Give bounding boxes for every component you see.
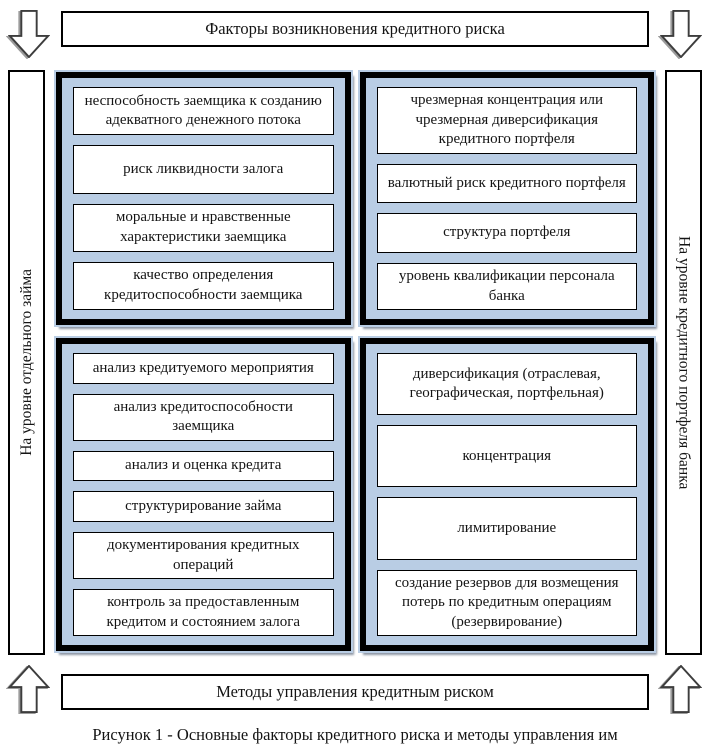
risk-factor-box: структура портфеля xyxy=(376,213,637,253)
method-box: анализ кредитуемого мероприятия xyxy=(73,353,334,384)
method-box: создание резервов для возмещения потерь … xyxy=(376,569,637,637)
panel-portfolio-management-methods: диверсификация (отраслевая, географическ… xyxy=(359,338,654,651)
method-box: концентрация xyxy=(376,425,637,488)
panel-loan-management-methods: анализ кредитуемого мероприятия анализ к… xyxy=(56,338,351,651)
bottom-row: Методы управления кредитным риском xyxy=(8,663,702,713)
method-box: анализ кредитоспособности заемщика xyxy=(73,393,334,441)
panel-loan-risk-factors: неспособность заемщика к созданию адеква… xyxy=(56,72,351,325)
risk-factor-box: валютный риск кредитного портфеля xyxy=(376,163,637,204)
method-box: диверсификация (отраслевая, географическ… xyxy=(376,353,637,416)
risk-factor-box: качество определения кредитоспособности … xyxy=(73,261,334,310)
method-box: анализ и оценка кредита xyxy=(73,450,334,482)
left-axis-bar: На уровне отдельного займа xyxy=(8,70,45,655)
risk-factor-box: моральные и нравственные характеристики … xyxy=(73,203,334,252)
figure-caption: Рисунок 1 - Основные факторы кредитного … xyxy=(92,725,618,744)
factors-banner: Факторы возникновения кредитного риска xyxy=(61,11,649,47)
arrow-up-icon xyxy=(660,665,702,713)
risk-factor-box: чрезмерная концентрация или чрезмерная д… xyxy=(376,87,637,154)
method-box: лимитирование xyxy=(376,497,637,560)
method-box: документирования кредитных операций xyxy=(73,532,334,580)
right-axis-bar: На уровне кредитного портфеля банка xyxy=(665,70,702,655)
arrow-down-icon xyxy=(660,10,702,58)
arrow-up-icon xyxy=(8,665,50,713)
main-area: На уровне отдельного займа неспособность… xyxy=(8,70,702,655)
risk-factor-box: риск ликвидности залога xyxy=(73,145,334,194)
arrow-down-icon xyxy=(8,10,50,58)
left-axis-label: На уровне отдельного займа xyxy=(17,269,35,456)
methods-banner: Методы управления кредитным риском xyxy=(61,674,649,710)
risk-factor-box: уровень квалификации персонала банка xyxy=(376,263,637,310)
quadrant-grid: неспособность заемщика к созданию адеква… xyxy=(52,70,658,655)
panel-portfolio-risk-factors: чрезмерная концентрация или чрезмерная д… xyxy=(359,72,654,325)
top-row: Факторы возникновения кредитного риска xyxy=(8,10,702,62)
risk-factor-box: неспособность заемщика к созданию адеква… xyxy=(73,87,334,136)
method-box: структурирование займа xyxy=(73,491,334,523)
right-axis-label: На уровне кредитного портфеля банка xyxy=(675,235,693,490)
method-box: контроль за предоставленным кредитом и с… xyxy=(73,589,334,637)
